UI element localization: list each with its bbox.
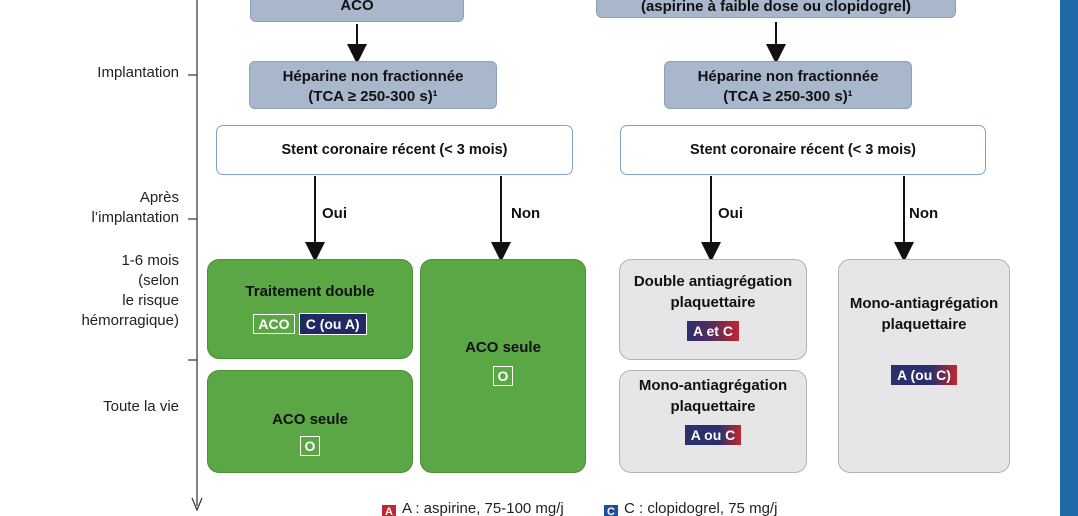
double-therapy-box: Traitement double ACO C (ou A): [207, 259, 413, 359]
stent-box-right: Stent coronaire récent (< 3 mois): [620, 125, 986, 175]
mono-antiplatelet-box-tall: Mono-antiagrégation plaquettaire A (ou C…: [838, 259, 1010, 473]
legend-c-swatch: C: [604, 505, 618, 516]
branch-right-no: Non: [909, 205, 939, 222]
timeline-months: 1-6 mois (selon le risque hémorragique): [81, 252, 179, 329]
timeline-apres: Après l’implantation: [91, 189, 179, 226]
branch-right-yes: Oui: [718, 205, 743, 222]
stent-box-left: Stent coronaire récent (< 3 mois): [216, 125, 573, 175]
aco-alone-box-left: ACO seule O: [207, 370, 413, 473]
double-therapy-title: Traitement double: [245, 283, 375, 300]
heparin-box-left: Héparine non fractionnée (TCA ≥ 250-300 …: [249, 61, 497, 109]
timeline-life: Toute la vie: [103, 398, 179, 415]
tag-a-et-c: A et C: [687, 321, 739, 341]
branch-left-no: Non: [511, 205, 541, 222]
aco-alone-label-tall: ACO seule: [465, 339, 541, 356]
legend-a-swatch: A: [382, 505, 396, 516]
timeline-implantation: Implantation: [97, 64, 179, 81]
tag-a-ou-c: A ou C: [684, 425, 742, 445]
antiplatelet-top-label: (aspirine à faible dose ou clopidogrel): [640, 0, 912, 15]
timeline-arrowhead: [191, 497, 203, 512]
antiplatelet-top-box: (aspirine à faible dose ou clopidogrel): [596, 0, 956, 18]
branch-left-yes: Oui: [322, 205, 347, 222]
tag-o-tall: O: [492, 366, 514, 386]
dual-antiplatelet-box: Double antiagrégation plaquettaire A et …: [619, 259, 807, 360]
accent-sidebar: [1060, 0, 1078, 516]
tag-c-ou-a: C (ou A): [298, 313, 367, 335]
heparin-box-right: Héparine non fractionnée (TCA ≥ 250-300 …: [664, 61, 912, 109]
aco-top-label: ACO: [340, 0, 374, 14]
tag-aco: ACO: [253, 314, 295, 334]
mono-antiplatelet-box: Mono-antiagrégation plaquettaire A ou C: [619, 370, 807, 473]
tag-a-ou-c-paren: A (ou C): [891, 365, 957, 385]
aco-alone-box-tall: ACO seule O: [420, 259, 586, 473]
tag-o-left: O: [299, 436, 321, 456]
aco-alone-label-left: ACO seule: [272, 411, 348, 428]
aco-top-box: ACO: [250, 0, 464, 22]
